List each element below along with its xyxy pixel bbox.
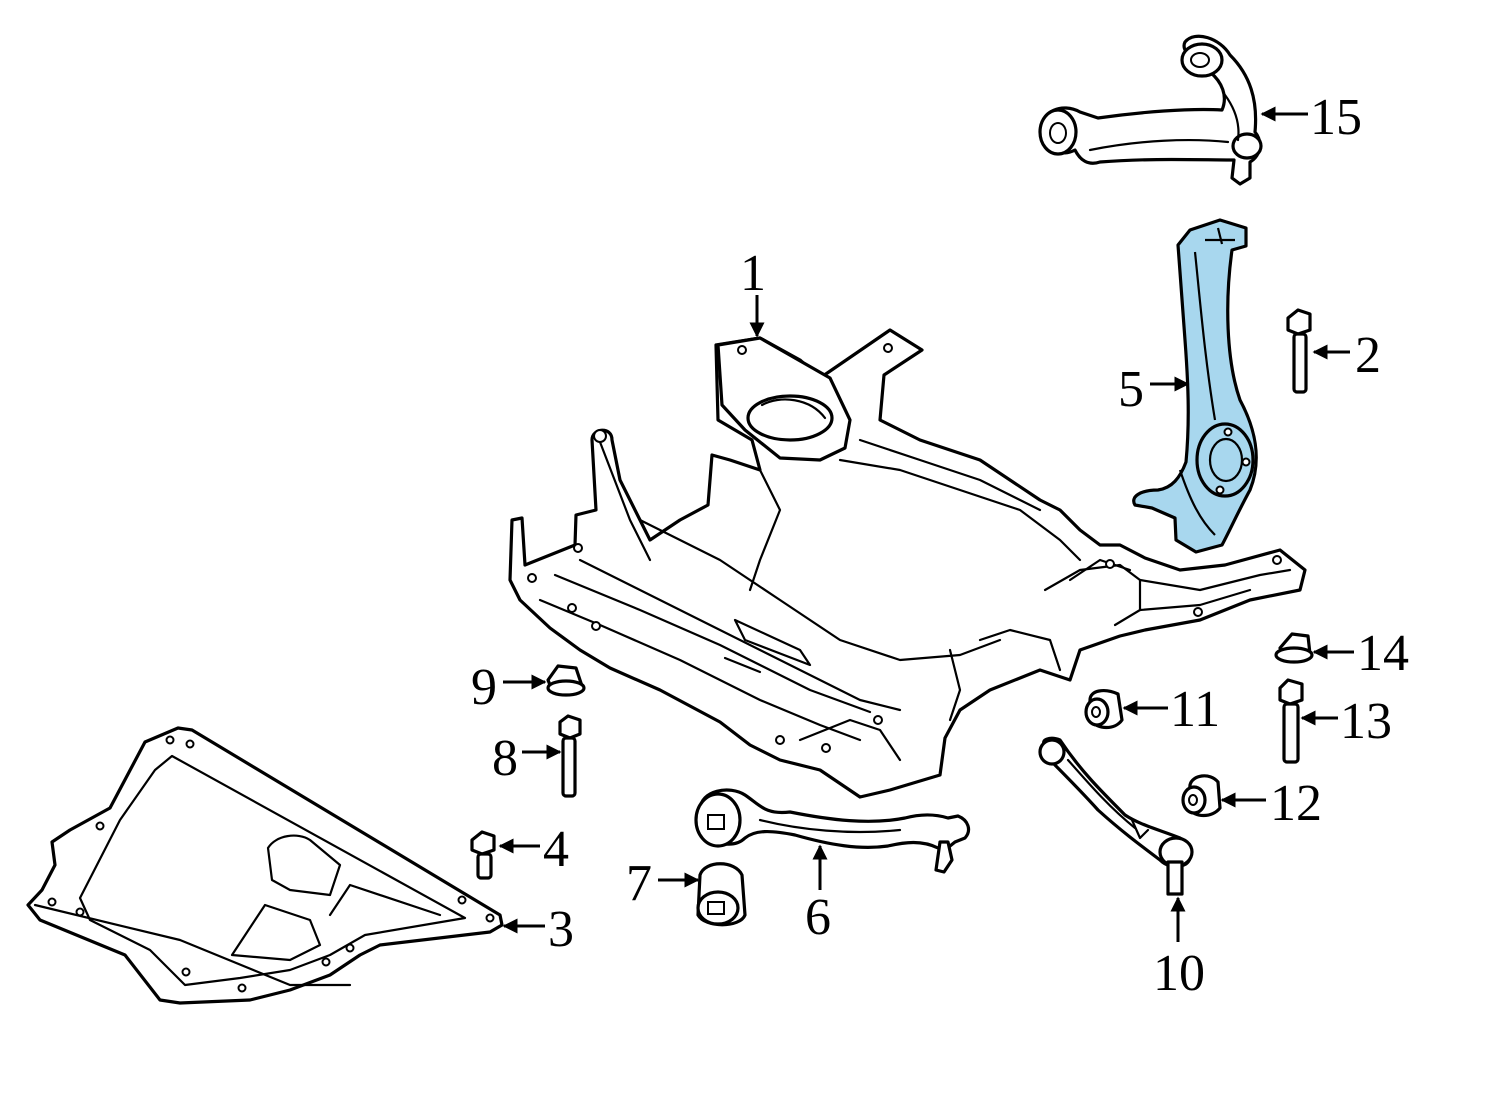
steering-knuckle[interactable] [1132,218,1258,554]
leader-lines [498,106,1354,942]
strut-bushing-rear[interactable] [1181,774,1222,818]
arm-bolt[interactable] [1278,678,1304,764]
callout-5[interactable]: 5 [1118,361,1144,418]
callout-10[interactable]: 10 [1153,945,1205,1002]
callout-8[interactable]: 8 [492,730,518,787]
callout-3[interactable]: 3 [548,901,574,958]
control-arm-bushing[interactable] [696,862,747,927]
callout-6[interactable]: 6 [805,889,831,946]
callout-9[interactable]: 9 [471,659,497,716]
knuckle-bolt[interactable] [1286,308,1312,394]
splash-shield[interactable] [26,726,504,1005]
callout-2[interactable]: 2 [1355,327,1381,384]
callout-12[interactable]: 12 [1270,775,1322,832]
callout-7[interactable]: 7 [626,855,652,912]
callout-13[interactable]: 13 [1340,693,1392,750]
subframe[interactable] [508,328,1307,799]
upper-control-arm[interactable] [1038,34,1263,186]
shield-bolt[interactable] [470,830,496,880]
arm-nut[interactable] [1274,632,1314,664]
subframe-bolt[interactable] [558,714,582,798]
callout-1[interactable]: 1 [740,245,766,302]
callout-4[interactable]: 4 [543,821,569,878]
callout-11[interactable]: 11 [1170,681,1220,738]
tension-strut[interactable] [1038,736,1194,896]
callout-15[interactable]: 15 [1310,89,1362,146]
lower-control-arm[interactable] [694,788,971,874]
strut-bushing-front[interactable] [1084,689,1124,730]
callout-labels: 1 2 3 4 5 6 7 8 9 10 11 12 13 14 15 [471,89,1409,1002]
subframe-nut[interactable] [546,664,586,697]
callout-14[interactable]: 14 [1357,625,1409,682]
